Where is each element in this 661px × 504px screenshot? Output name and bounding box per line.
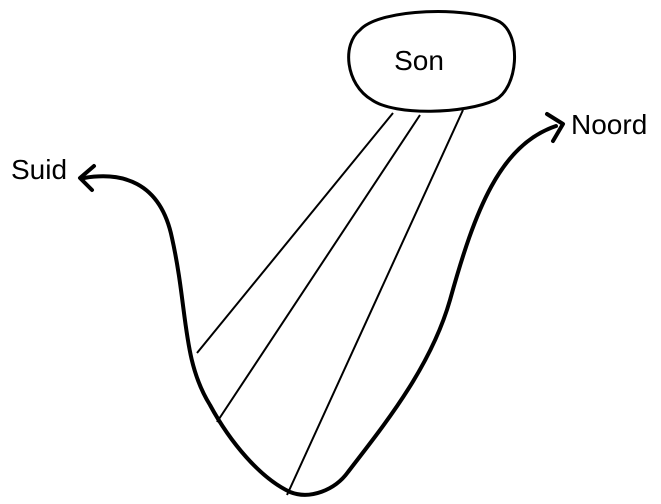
sun-shape: [347, 10, 517, 113]
sun-label: Son: [394, 45, 444, 76]
north-arrowhead-icon: [545, 112, 565, 143]
south-label: Suid: [11, 154, 67, 185]
north-label: Noord: [571, 109, 647, 140]
sun-ray-3: [286, 109, 464, 496]
sun-ray-1: [196, 112, 394, 354]
sun-ray-2: [216, 114, 421, 423]
valley-curve: [82, 124, 558, 497]
south-arrowhead-icon: [78, 164, 96, 192]
